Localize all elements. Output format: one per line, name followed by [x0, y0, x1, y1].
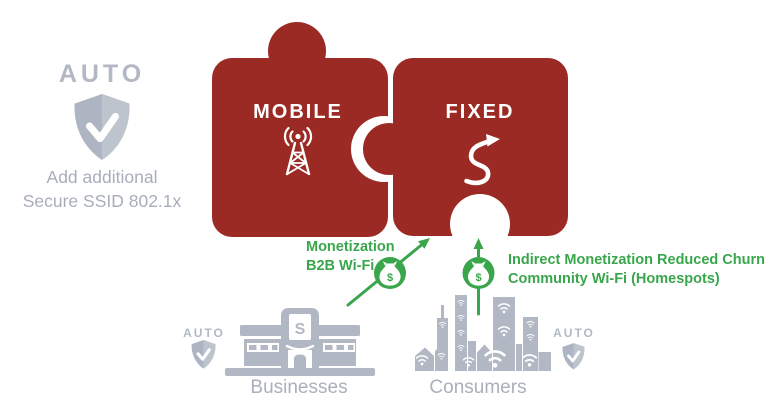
auto-label-main: AUTO: [58, 60, 146, 88]
b2b-note-line1: Monetization: [306, 239, 395, 255]
currency-symbol: $: [475, 272, 481, 284]
storefront-icon: S: [225, 308, 375, 376]
shield-check-icon-main: [74, 94, 129, 160]
consumers-label: Consumers: [429, 377, 527, 398]
security-caption-line1: Add additional: [46, 167, 158, 187]
money-bag-icon-community: $: [462, 257, 495, 289]
mobile-piece-label: MOBILE: [253, 101, 343, 123]
community-monetization-note: Indirect Monetization Reduced Churn Comm…: [508, 251, 765, 288]
currency-symbol: $: [387, 272, 393, 284]
auto-label-consumers: AUTO: [553, 326, 595, 340]
businesses-label: Businesses: [250, 377, 348, 398]
money-bag-icon-b2b: $: [374, 257, 406, 289]
radio-tower-icon: [283, 126, 313, 176]
security-caption: Add additional Secure SSID 802.1x: [6, 165, 198, 213]
puzzle-bottom-socket-cut: [450, 194, 510, 254]
b2b-monetization-note: Monetization B2B Wi-Fi: [306, 238, 395, 275]
fixed-piece-label: FIXED: [445, 101, 515, 123]
community-note-line2: Community Wi-Fi (Homespots): [508, 270, 720, 287]
mobile-puzzle-piece: [212, 22, 388, 237]
community-note-line1: Indirect Monetization Reduced Churn: [508, 252, 765, 268]
shield-check-icon-businesses: [191, 340, 216, 369]
fixed-puzzle-piece: [363, 58, 568, 236]
b2b-note-line2: B2B Wi-Fi: [306, 257, 375, 274]
shield-check-icon-consumers: [562, 343, 585, 370]
auto-label-businesses: AUTO: [183, 326, 225, 340]
fixed-line-arrow-icon: [464, 134, 500, 186]
security-caption-line2: Secure SSID 802.1x: [22, 191, 182, 211]
store-sign-letter: S: [295, 321, 306, 338]
city-skyline-icon: [415, 295, 551, 371]
